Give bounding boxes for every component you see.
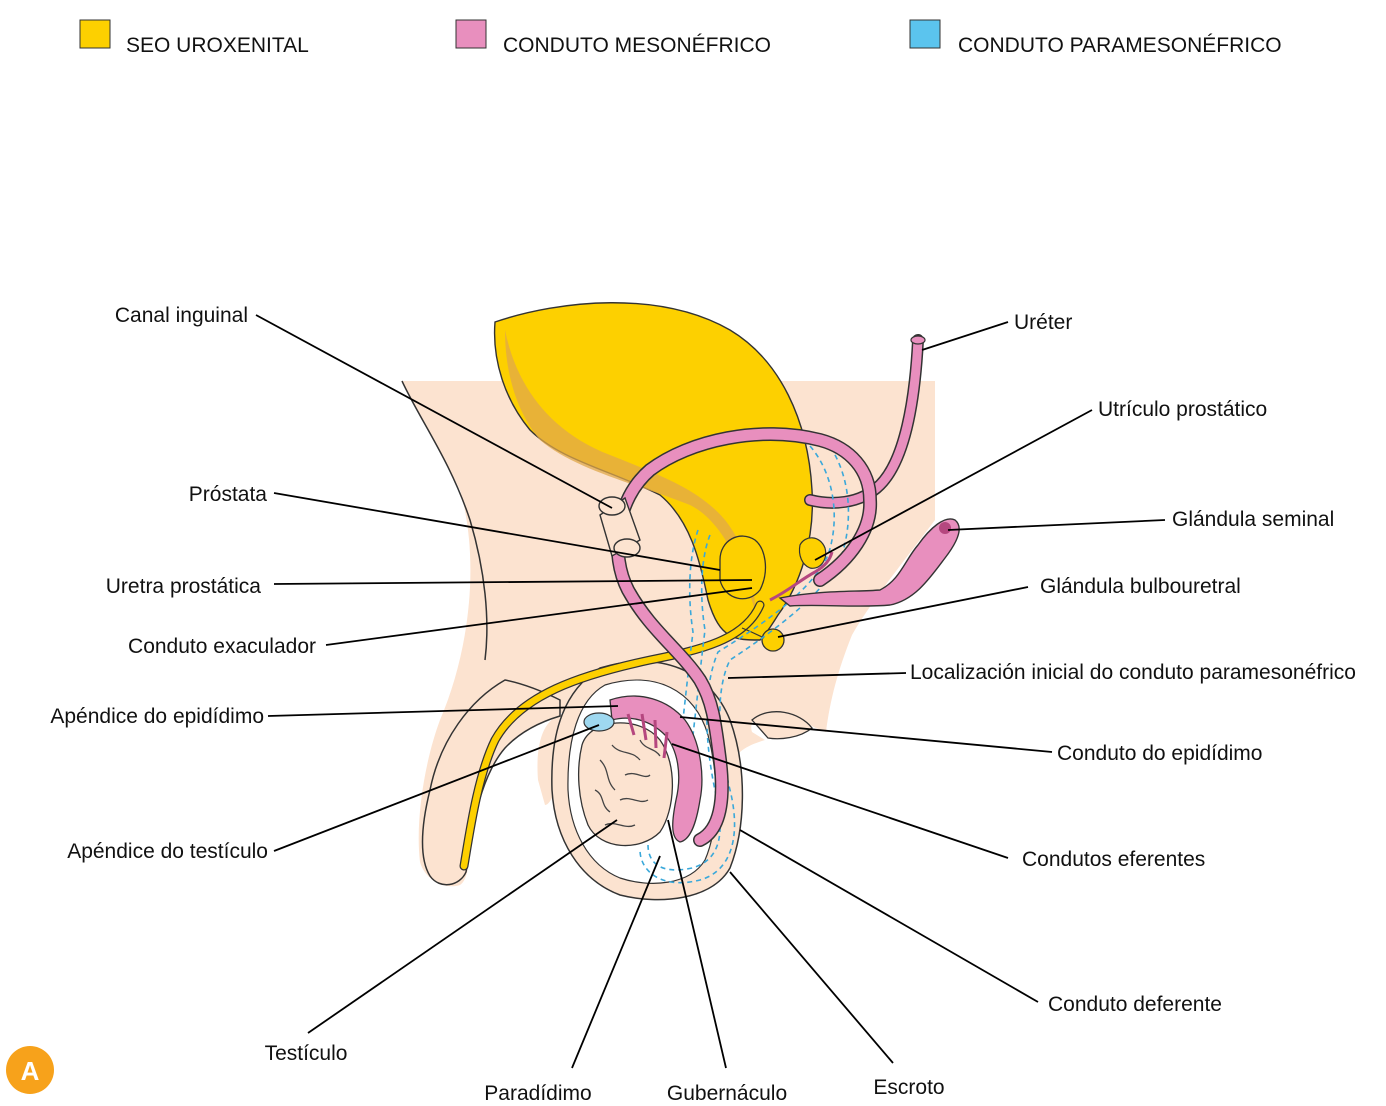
testis [579,723,673,846]
label-utriculo: Utrículo prostático [1098,398,1267,421]
leader-glandula-seminal [948,520,1165,530]
seminal-gland-lumen [939,522,951,534]
legend-item-mesonephric-duct: CONDUTO MESONÉFRICO [456,20,771,57]
legend-label-urogenital-sinus: SEO UROXENITAL [126,34,309,57]
label-glandula-seminal: Glándula seminal [1172,508,1334,531]
bulbourethral-gland [762,629,784,651]
panel-badge: A [6,1046,54,1094]
label-ureter: Uréter [1014,311,1072,334]
leader-escroto [730,872,893,1063]
label-conduto-deferente: Conduto deferente [1048,993,1222,1016]
leader-ureter [922,322,1008,350]
label-conduto-epididimo: Conduto do epidídimo [1057,742,1262,765]
prostatic-utricle [799,538,825,568]
legend-item-paramesonephric-duct: CONDUTO PARAMESONÉFRICO [910,20,1282,57]
legend-label-paramesonephric-duct: CONDUTO PARAMESONÉFRICO [958,34,1282,57]
label-gubernaculo: Gubernáculo [667,1082,787,1105]
label-conduto-exaculador: Conduto exaculador [128,635,316,658]
legend-swatch-pink [456,20,486,48]
legend-label-mesonephric-duct: CONDUTO MESONÉFRICO [503,34,771,57]
label-glandula-bulbouretral: Glándula bulbouretral [1040,575,1241,598]
label-prostata: Próstata [189,483,268,506]
ureter-opening [911,336,925,344]
label-escroto: Escroto [873,1076,944,1099]
legend-item-urogenital-sinus: SEO UROXENITAL [80,20,309,57]
legend-swatch-blue [910,20,940,48]
label-apendice-epididimo: Apéndice do epidídimo [50,705,264,728]
label-condutos-eferentes: Condutos eferentes [1022,848,1205,871]
panel-badge-letter: A [21,1056,40,1086]
anatomy-illustration [402,303,959,900]
leader-conduto-deferente [740,830,1038,1002]
label-canal-inguinal: Canal inguinal [115,304,248,327]
label-localizacion: Localización inicial do conduto parameso… [910,661,1356,684]
label-testiculo: Testículo [265,1042,348,1065]
legend-swatch-yellow [80,20,110,48]
legend: SEO UROXENITAL CONDUTO MESONÉFRICO CONDU… [80,20,1282,57]
label-apendice-testiculo: Apéndice do testículo [67,840,268,863]
label-paradidimo: Paradídimo [484,1082,591,1105]
label-uretra-prostatica: Uretra prostática [106,575,262,598]
